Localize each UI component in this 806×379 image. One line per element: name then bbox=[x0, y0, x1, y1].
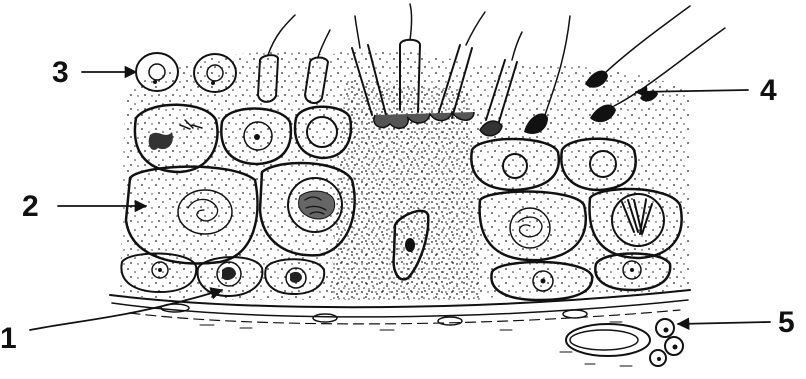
leydig-cells bbox=[560, 319, 683, 366]
label-3: 3 bbox=[52, 56, 69, 89]
label-4: 4 bbox=[760, 74, 777, 107]
label-2: 2 bbox=[22, 190, 39, 223]
label-5: 5 bbox=[778, 306, 795, 339]
label-1: 1 bbox=[0, 322, 17, 355]
